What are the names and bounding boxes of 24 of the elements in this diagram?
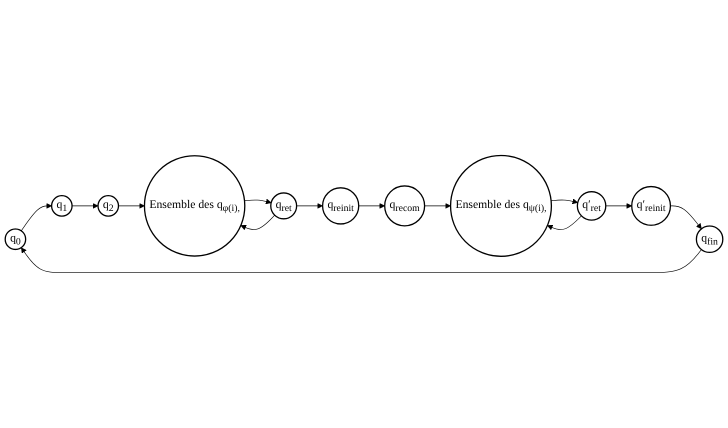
node-circle: q$_{ret}$ [270,192,298,220]
node-circle: q$_{2}$ [97,195,120,217]
arrow [240,214,276,230]
node-circle: q$_{0}$ [4,228,26,250]
node-circle: Ensemble des q$_{ψ(i),}$ [450,154,552,257]
arrow [296,203,323,209]
node-circle: q$_{recom}$ [384,185,426,226]
arrow [21,247,702,273]
node-circle: q′$_{reinit}$ [631,186,672,226]
arrow [547,216,582,230]
arrow [605,203,632,209]
arrow [20,203,52,232]
node-circle: Ensemble des q$_{φ(i),}$ [144,155,246,257]
arrow [358,203,385,209]
node-circle: q$_{reinit}$ [322,187,360,225]
arrow [670,206,702,230]
node-circle: q′$_{ret}$ [576,191,606,221]
node-circle: q$_{1}$ [50,195,73,217]
arrow [244,198,272,204]
node-circle: q$_{fin}$ [696,225,724,254]
arrow [424,203,451,209]
arrow [118,203,145,209]
arrow [72,203,98,209]
arrow [550,198,578,204]
